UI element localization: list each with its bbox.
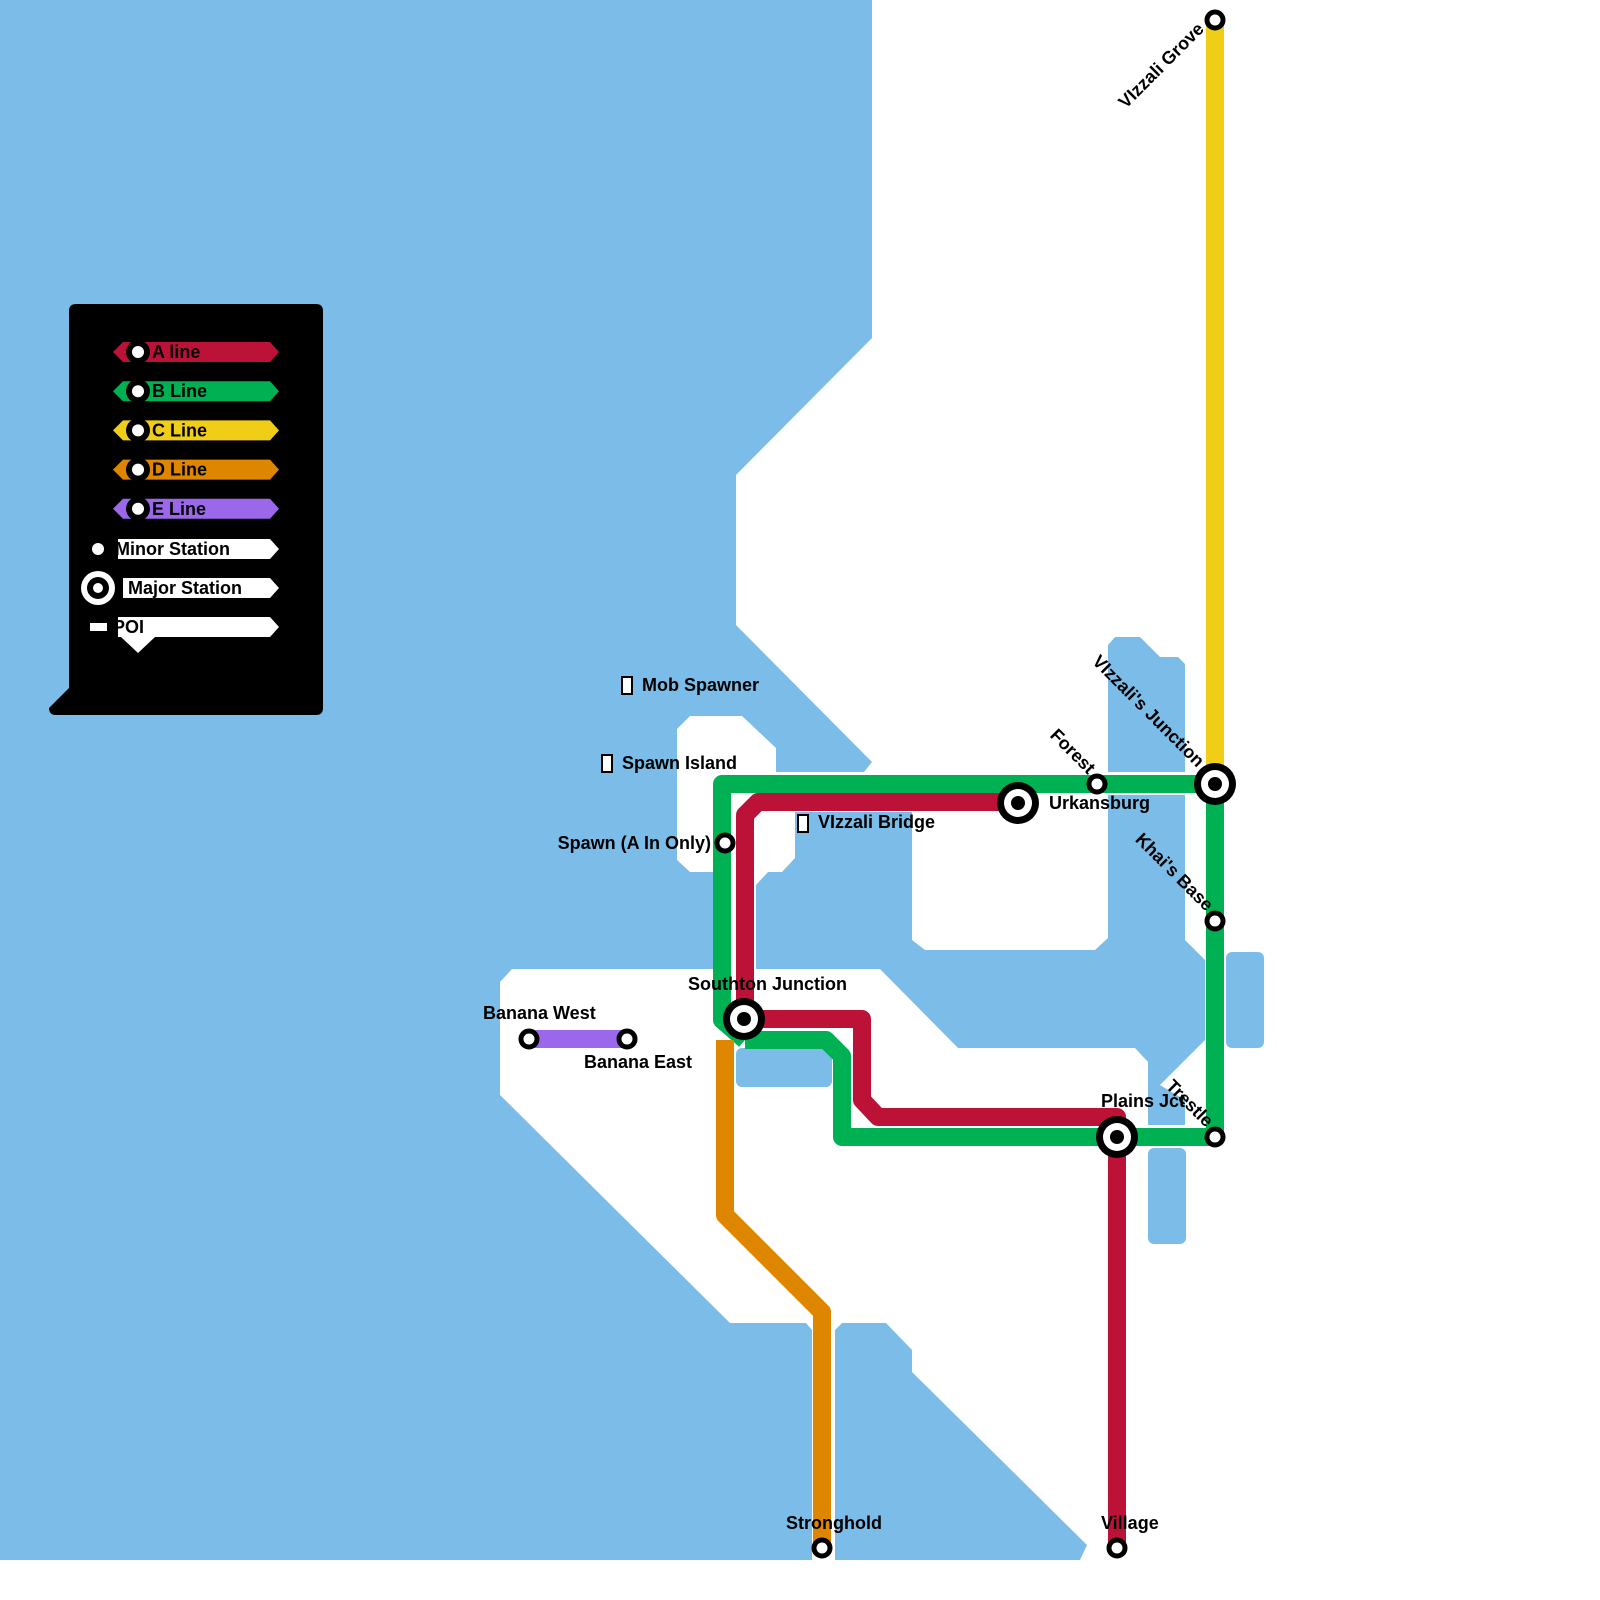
poi-icon: [601, 754, 613, 773]
poi-label: Spawn Island: [622, 753, 737, 773]
poi-spawn-island[interactable]: Spawn Island: [601, 753, 737, 773]
label-vizzali-grove: VIzzali Grove: [1114, 19, 1207, 112]
station-urkansburg[interactable]: [997, 782, 1039, 824]
legend-label: D Line: [152, 460, 207, 480]
legend-label: C Line: [152, 420, 207, 440]
poi-mob-spawner[interactable]: Mob Spawner: [621, 675, 759, 695]
poi-label: VIzzali Bridge: [818, 812, 935, 832]
legend-major-station: Major Station: [81, 571, 279, 605]
d-line: [716, 1040, 831, 1548]
legend-minor-station: Minor Station: [92, 539, 279, 559]
minor-station-icon: [92, 543, 104, 555]
legend-label: Major Station: [128, 578, 242, 598]
legend: A line B Line C Line D Line E Line Minor Sta…: [49, 304, 323, 715]
label-forest: Forest: [1046, 725, 1099, 778]
station-vizzalis-junction[interactable]: [1194, 763, 1236, 805]
legend-label: POI: [113, 617, 144, 637]
legend-label: A line: [152, 342, 200, 362]
line-swatch: [113, 342, 279, 362]
poi-icon: [621, 676, 633, 695]
legend-label: B Line: [152, 381, 207, 401]
poi-label: Mob Spawner: [642, 675, 759, 695]
label-banana-east: Banana East: [584, 1052, 692, 1072]
legend-line-c: C Line: [113, 418, 279, 443]
station-khais-base[interactable]: [1204, 910, 1226, 932]
label-spawn: Spawn (A In Only): [558, 833, 711, 853]
line-swatch: [113, 420, 279, 441]
station-spawn[interactable]: [714, 832, 736, 854]
label-southton-junction: Southton Junction: [688, 974, 847, 994]
line-swatch: [113, 459, 279, 480]
label-stronghold: Stronghold: [786, 1513, 882, 1533]
legend-poi: POI: [90, 617, 279, 653]
legend-line-a: A line: [113, 340, 279, 364]
label-banana-west: Banana West: [483, 1003, 596, 1023]
pois: Mob Spawner Spawn Island VIzzali Bridge: [601, 675, 935, 833]
poi-icon: [797, 814, 809, 833]
station-forest[interactable]: [1086, 773, 1108, 795]
label-plains-jct: Plains Jct: [1101, 1091, 1185, 1111]
legend-label: Minor Station: [115, 539, 230, 559]
line-swatch: [113, 498, 279, 519]
legend-line-e: E Line: [113, 496, 279, 521]
station-plains-jct[interactable]: [1096, 1116, 1138, 1158]
legend-line-b: B Line: [113, 379, 279, 404]
label-urkansburg: Urkansburg: [1049, 793, 1150, 813]
poi-vizzali-bridge[interactable]: VIzzali Bridge: [797, 812, 935, 833]
station-trestle[interactable]: [1204, 1126, 1226, 1148]
label-village: Village: [1101, 1513, 1159, 1533]
station-banana-west[interactable]: [518, 1028, 540, 1050]
line-swatch: [113, 381, 279, 402]
station-southton-junction[interactable]: [723, 998, 765, 1040]
station-banana-east[interactable]: [616, 1028, 638, 1050]
major-stations: [723, 763, 1236, 1158]
minor-stations: [518, 9, 1226, 1559]
station-vizzali-grove[interactable]: [1204, 9, 1226, 31]
legend-label: E Line: [152, 499, 206, 519]
legend-line-d: D Line: [113, 457, 279, 482]
station-village[interactable]: [1106, 1537, 1128, 1559]
a-line: [736, 793, 1126, 1548]
station-stronghold[interactable]: [811, 1537, 833, 1559]
poi-icon: [90, 623, 107, 631]
